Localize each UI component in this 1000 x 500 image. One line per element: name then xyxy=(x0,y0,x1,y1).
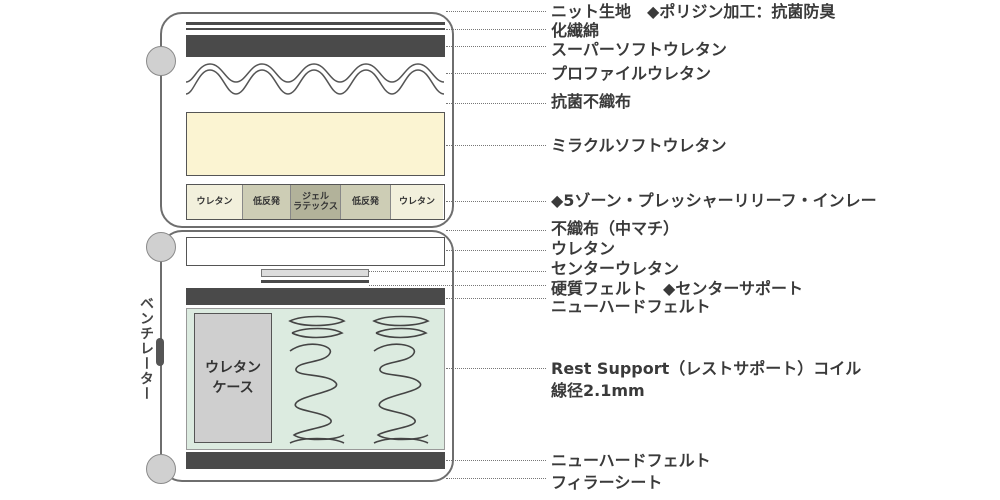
leader-super-soft-urethane xyxy=(446,46,546,47)
inlay-zone-gel-latex: ジェル ラテックス xyxy=(291,185,341,219)
hard-felt-layer xyxy=(261,280,369,283)
ventilator-tab xyxy=(156,338,164,366)
new-hard-felt-bottom-layer xyxy=(186,452,445,469)
label-antibacterial-nonwoven: 抗菌不織布 xyxy=(551,92,632,111)
inlay-zone-urethane-right: ウレタン xyxy=(391,185,443,219)
label-new-hard-felt-top: ニューハードフェルト xyxy=(551,297,711,316)
inlay-zone-low-rebound-right: 低反発 xyxy=(341,185,391,219)
leader-filler-sheet xyxy=(446,478,546,479)
profile-urethane-layer xyxy=(186,63,445,95)
urethane-layer xyxy=(186,237,445,266)
leader-urethane xyxy=(446,250,546,251)
label-hard-felt: 硬質フェルト◆センターサポート xyxy=(551,279,804,298)
inlay-zone-low-rebound-left: 低反発 xyxy=(243,185,291,219)
label-urethane: ウレタン xyxy=(551,239,616,258)
leader-nonwoven-middle xyxy=(446,230,546,231)
label-miracle-soft-urethane: ミラクルソフトウレタン xyxy=(551,136,727,155)
leader-new-hard-felt-bottom xyxy=(446,460,546,461)
label-polygiene: ◆ポリジン加工：抗菌防臭 xyxy=(647,2,836,21)
leader-new-hard-felt-top xyxy=(446,298,546,299)
leader-rest-support-coil xyxy=(446,368,546,369)
leader-center-urethane xyxy=(369,271,546,272)
label-center-urethane: センターウレタン xyxy=(551,259,680,278)
side-knob-bottom xyxy=(146,454,176,484)
side-knob-top xyxy=(146,46,176,76)
label-knit-fabric: ニット生地◆ポリジン加工：抗菌防臭 xyxy=(551,2,836,21)
knit-fabric-layer xyxy=(186,22,445,25)
label-rest-support-coil: Rest Support（レストサポート）コイル xyxy=(551,359,862,378)
leader-knit-fabric xyxy=(446,11,546,12)
leader-hard-felt xyxy=(369,285,546,286)
coil-unit: ウレタン ケース xyxy=(186,308,445,450)
label-five-zone-inlay: ◆5ゾーン・プレッシャーリリーフ・インレー xyxy=(551,191,877,210)
leader-antibacterial-nonwoven xyxy=(446,103,546,104)
urethane-case-label: ウレタン ケース xyxy=(205,360,261,396)
label-nonwoven-middle: 不織布（中マチ） xyxy=(551,219,680,238)
urethane-case: ウレタン ケース xyxy=(194,313,272,443)
ventilator-label: ベンチレーター xyxy=(138,296,154,401)
label-center-support: ◆センターサポート xyxy=(663,279,804,298)
label-super-soft-urethane: スーパーソフトウレタン xyxy=(551,40,727,59)
label-wire-diameter: 線径2.1mm xyxy=(551,381,645,400)
label-profile-urethane: プロファイルウレタン xyxy=(551,64,712,83)
pillow-top-frame xyxy=(160,12,454,228)
inlay-zone-urethane-left: ウレタン xyxy=(187,185,243,219)
leader-profile-urethane xyxy=(446,73,546,74)
mattress-diagram: ウレタン 低反発 ジェル ラテックス 低反発 ウレタン ウレタン ケース xyxy=(0,0,460,500)
center-urethane-layer xyxy=(261,269,369,277)
label-new-hard-felt-bottom: ニューハードフェルト xyxy=(551,451,711,470)
coil-springs xyxy=(288,315,430,444)
new-hard-felt-top-layer xyxy=(186,288,445,305)
miracle-soft-urethane-layer xyxy=(186,112,445,176)
super-soft-urethane-layer xyxy=(186,35,445,57)
synthetic-cotton-layer xyxy=(186,28,445,30)
label-synthetic-cotton: 化繊綿 xyxy=(551,21,600,40)
five-zone-inlay-layer: ウレタン 低反発 ジェル ラテックス 低反発 ウレタン xyxy=(186,184,445,220)
leader-synthetic-cotton xyxy=(446,29,546,30)
label-filler-sheet: フィラーシート xyxy=(551,473,663,492)
leader-miracle-soft-urethane xyxy=(446,145,546,146)
leader-five-zone-inlay xyxy=(446,201,546,202)
side-knob-middle xyxy=(146,232,176,262)
